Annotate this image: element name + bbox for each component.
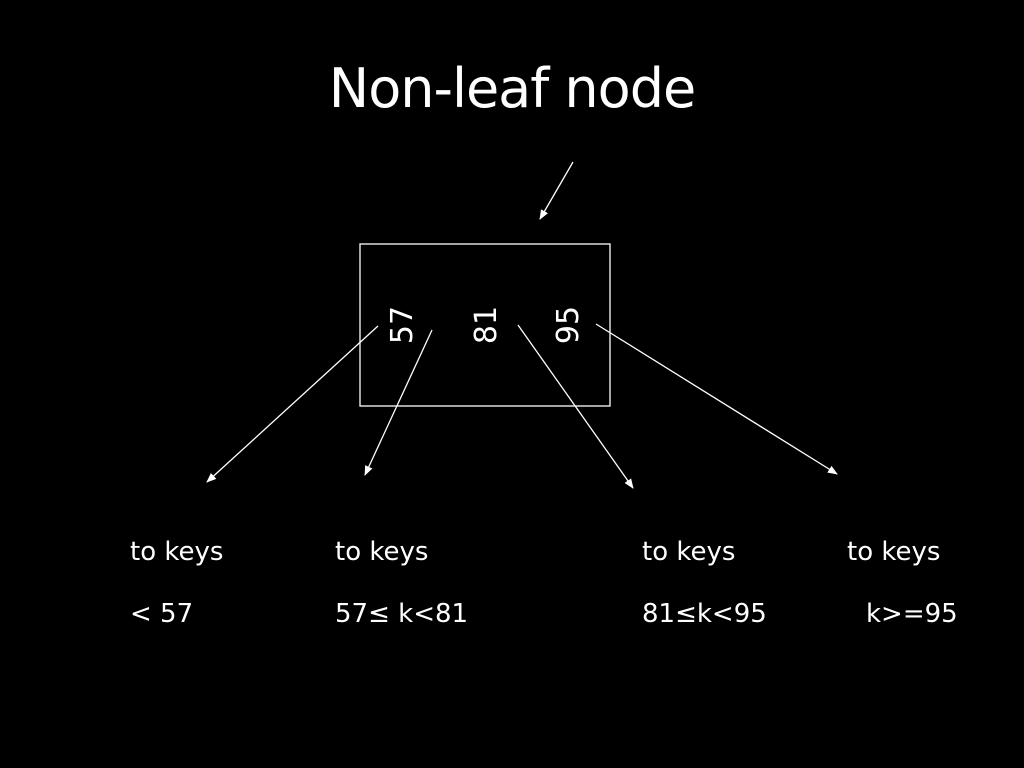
child-range-1-caption: to keys (130, 537, 224, 567)
node-key-3: 95 (551, 305, 586, 345)
child-pointer-arrow-4 (595, 323, 838, 475)
child-range-3-caption: to keys (642, 537, 736, 567)
child-range-1-condition: < 57 (130, 599, 194, 629)
non-leaf-node-box (359, 243, 611, 407)
child-range-2-condition: 57≤ k<81 (335, 599, 469, 629)
child-range-4: to keys k>=95 (847, 536, 958, 630)
child-range-3: to keys 81≤k<95 (642, 536, 767, 630)
child-range-2-caption: to keys (335, 537, 429, 567)
child-pointer-arrow-1 (206, 325, 379, 483)
child-range-4-caption: to keys (847, 537, 941, 567)
node-key-1: 57 (385, 305, 420, 345)
child-range-1: to keys < 57 (130, 536, 223, 630)
child-pointer-arrow-3 (517, 324, 634, 489)
child-range-3-condition: 81≤k<95 (642, 599, 767, 629)
child-range-4-condition: k>=95 (866, 599, 958, 629)
incoming-pointer-arrow (539, 161, 574, 220)
child-range-2: to keys 57≤ k<81 (335, 536, 468, 630)
node-key-2: 81 (469, 305, 504, 345)
child-pointer-arrow-2 (364, 329, 433, 476)
slide-title: Non-leaf node (328, 57, 696, 120)
